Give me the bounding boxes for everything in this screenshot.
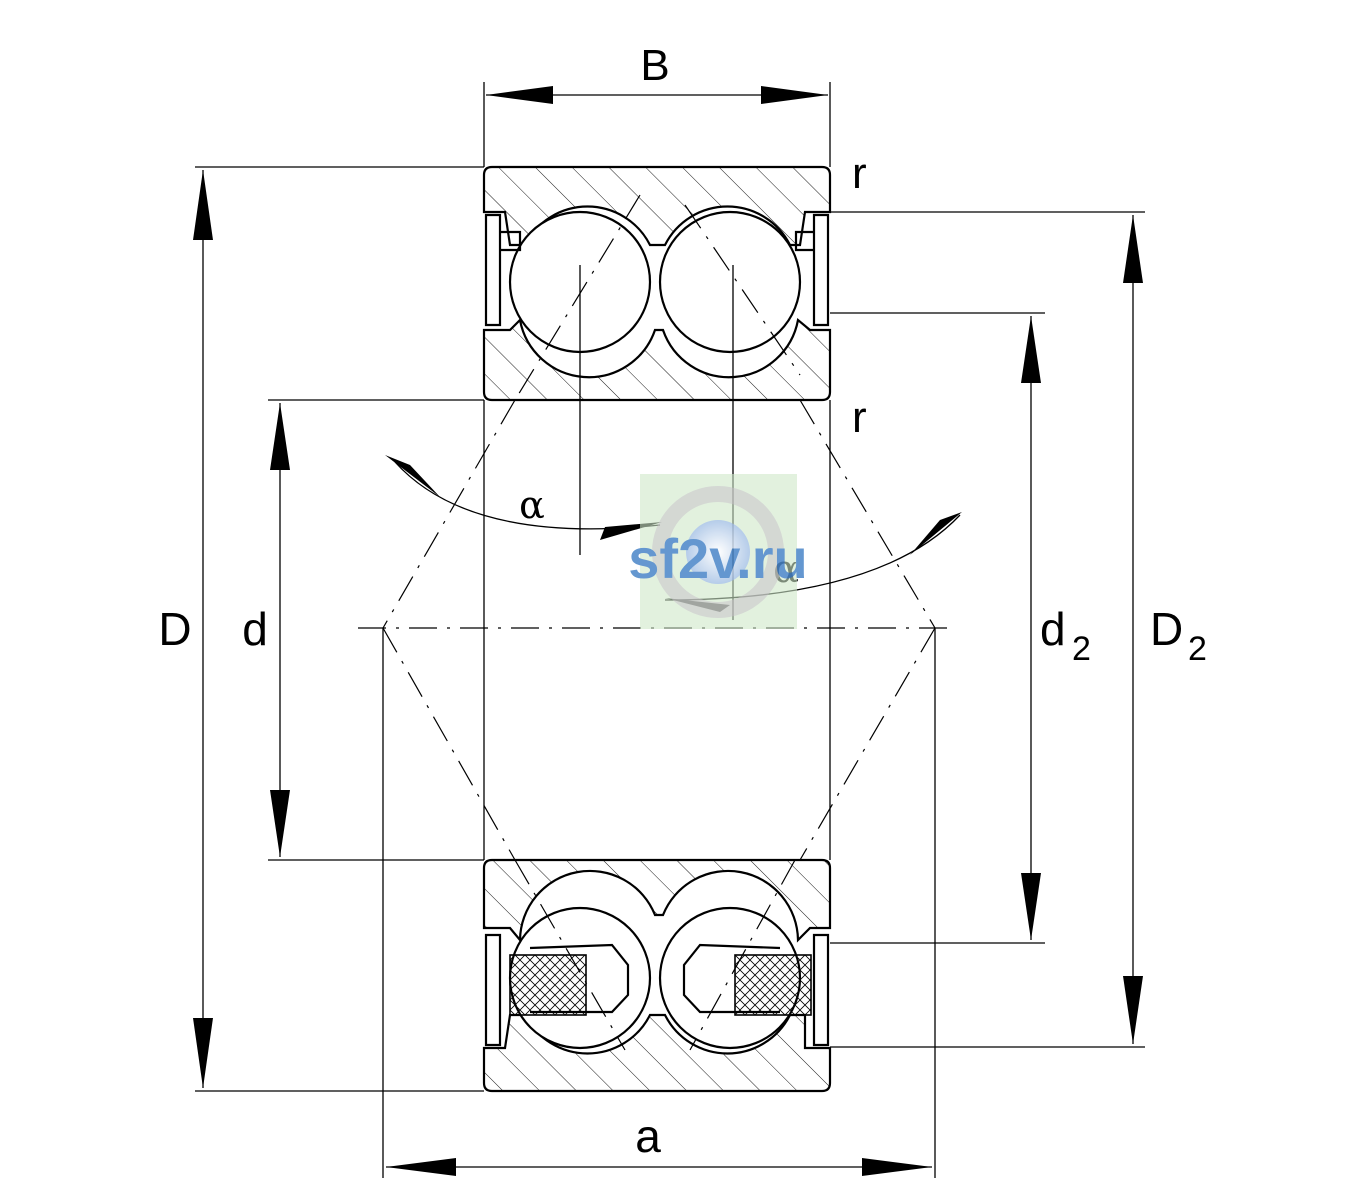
label-width: B	[640, 41, 669, 90]
cage-left	[529, 943, 630, 1014]
label-bore-diameter: d	[242, 603, 268, 655]
seal-lower-right	[812, 933, 830, 1047]
outer-ring-upper	[482, 165, 832, 247]
label-chamfer-inner: r	[852, 393, 867, 442]
watermark-bearing-icon	[652, 486, 784, 618]
ball-upper-right	[658, 210, 802, 354]
dimension-inner-shoulder	[830, 312, 1045, 944]
label-outer-shoulder: D	[1150, 603, 1183, 655]
label-contact-angle-left: α	[519, 483, 545, 527]
lower-section	[482, 858, 832, 1093]
label-inner-shoulder-sub: 2	[1072, 630, 1091, 668]
watermark: sf2v.ru	[628, 474, 808, 629]
seal-lower-left	[484, 933, 502, 1047]
outer-ring-lower	[482, 1013, 832, 1093]
dimension-width	[483, 82, 831, 167]
label-inner-shoulder: d	[1040, 603, 1066, 655]
watermark-text: sf2v.ru	[628, 527, 807, 590]
label-chamfer-top: r	[852, 149, 867, 198]
label-pressure-center: a	[635, 1110, 661, 1162]
inner-ring-upper	[482, 317, 832, 402]
inner-ring-lower	[482, 858, 832, 943]
dimension-outer-diameter	[193, 166, 484, 1092]
seal-upper-right	[794, 213, 830, 327]
label-outer-diameter: D	[158, 603, 191, 655]
dimension-pressure-center	[382, 628, 936, 1178]
dimension-outer-shoulder	[830, 211, 1145, 1048]
cage-right	[682, 943, 781, 1014]
label-outer-shoulder-sub: 2	[1188, 630, 1207, 668]
seal-upper-left	[484, 213, 522, 327]
dimension-bore-diameter	[268, 399, 484, 861]
upper-section	[482, 165, 832, 402]
